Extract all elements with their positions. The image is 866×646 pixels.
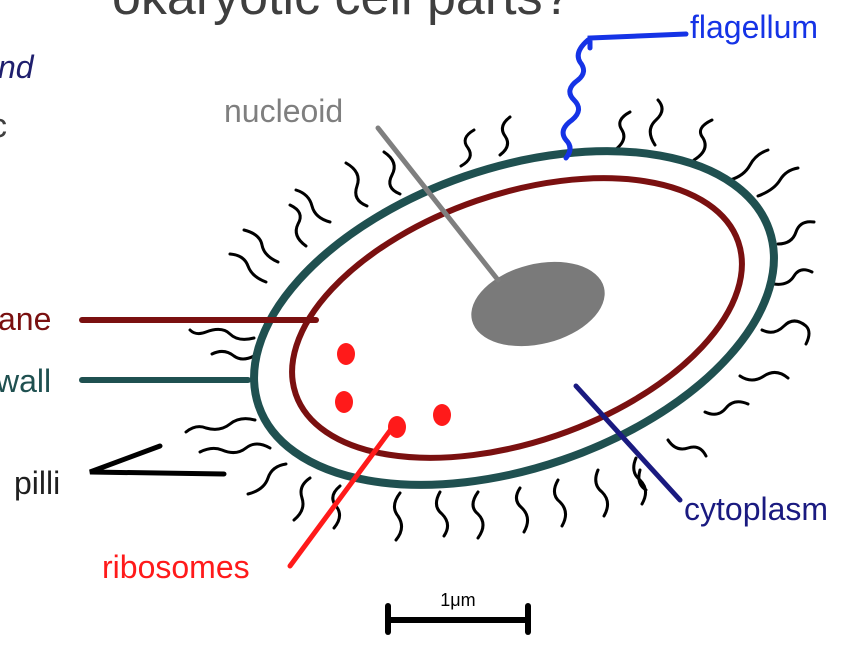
- pilus: [436, 492, 447, 536]
- pilus: [778, 222, 814, 244]
- pilus: [500, 117, 510, 155]
- ribosome: [335, 391, 353, 413]
- pilus: [730, 150, 768, 180]
- slide-title: okaryotic cell parts?: [112, 0, 572, 26]
- ribosomes-label: ribosomes: [102, 549, 250, 585]
- pilus: [200, 444, 270, 453]
- pilus: [473, 492, 483, 538]
- pilus: [290, 205, 306, 246]
- cytoplasm-label: cytoplasm: [684, 491, 828, 527]
- pilus: [190, 329, 254, 339]
- nucleoid-label: nucleoid: [224, 93, 343, 129]
- pilus: [346, 163, 367, 206]
- pilus: [762, 321, 809, 344]
- pilus: [461, 130, 474, 166]
- pilus: [186, 419, 255, 432]
- pilus: [694, 120, 712, 160]
- membrane-label: ane: [0, 301, 51, 337]
- pilus: [596, 470, 608, 516]
- pilus: [758, 168, 798, 196]
- pilus: [554, 480, 565, 526]
- pilus: [294, 478, 310, 520]
- ribosome: [433, 404, 451, 426]
- pilus: [668, 440, 706, 456]
- pilus: [516, 488, 527, 532]
- pilus: [740, 372, 788, 380]
- pilus: [212, 351, 254, 359]
- scale-bar-label: 1μm: [440, 590, 475, 610]
- slide-bullet-fragment: c: [0, 107, 7, 145]
- pilus: [705, 402, 748, 415]
- pilus: [244, 230, 278, 262]
- pilus: [774, 270, 812, 285]
- pilus: [384, 152, 400, 194]
- pilli-label: pilli: [14, 465, 60, 501]
- pilus: [615, 112, 630, 150]
- flagellum: [563, 40, 588, 158]
- cell-wall-label: wall: [0, 363, 51, 399]
- ribosome: [337, 343, 355, 365]
- pilus: [230, 254, 266, 282]
- pilus: [394, 493, 401, 540]
- pilus: [248, 464, 286, 494]
- flagellum-label: flagellum: [690, 9, 818, 45]
- flagellum-leader-line: [590, 34, 686, 48]
- slide-subtitle-fragment: nd: [0, 49, 35, 85]
- pilus: [650, 100, 662, 145]
